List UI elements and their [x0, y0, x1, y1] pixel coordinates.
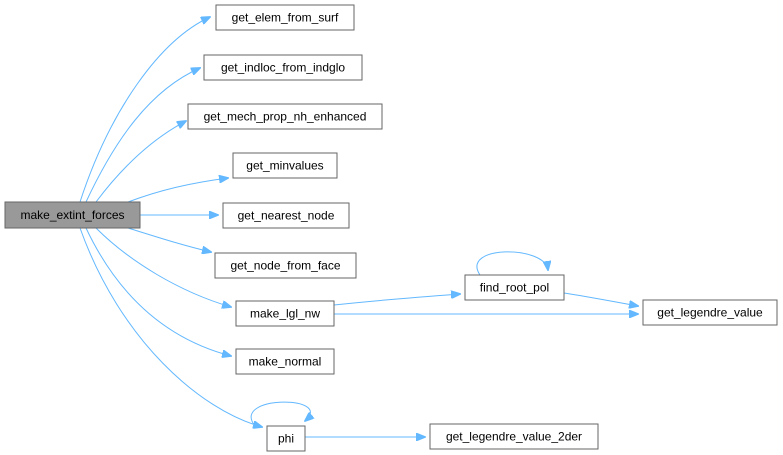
node-label: get_indloc_from_indglo: [221, 61, 345, 75]
node-make-extint-forces[interactable]: make_extint_forces: [4, 201, 141, 229]
edges-group: [79, 17, 638, 437]
edge-make-extint-forces-to-phi: [79, 227, 262, 427]
node-box: [235, 348, 335, 375]
node-get-minvalues[interactable]: get_minvalues: [232, 152, 338, 179]
edge-make-extint-forces-to-make-normal: [85, 227, 231, 356]
node-get-mech-prop-nh-enhanced[interactable]: get_mech_prop_nh_enhanced: [187, 103, 383, 130]
edge-find-root-pol-to-get-legendre-value: [563, 292, 638, 306]
node-box: [429, 423, 599, 450]
node-label: get_node_from_face: [230, 259, 340, 273]
edge-make-extint-forces-to-get-node-from-face: [127, 227, 211, 252]
edge-make-extint-forces-to-get-minvalues: [127, 178, 228, 203]
node-label: get_elem_from_surf: [232, 11, 339, 25]
node-box: [4, 201, 141, 229]
node-label: make_lgl_nw: [250, 307, 320, 321]
node-find-root-pol[interactable]: find_root_pol: [464, 274, 565, 301]
node-label: get_legendre_value_2der: [446, 430, 582, 444]
node-box: [266, 425, 306, 452]
edge-make-extint-forces-to-make-lgl-nw: [95, 227, 231, 307]
node-box: [222, 202, 350, 229]
node-get-node-from-face[interactable]: get_node_from_face: [214, 252, 357, 279]
node-label: make_normal: [249, 355, 322, 369]
node-phi[interactable]: phi: [266, 425, 306, 452]
node-get-indloc-from-indglo[interactable]: get_indloc_from_indglo: [203, 54, 363, 81]
edge-find-root-pol-to-find-root-pol: [476, 251, 548, 276]
node-get-legendre-value-2der[interactable]: get_legendre_value_2der: [429, 423, 599, 450]
edge-phi-to-phi: [250, 401, 310, 427]
node-get-elem-from-surf[interactable]: get_elem_from_surf: [215, 4, 355, 31]
node-box: [232, 152, 338, 179]
node-box: [187, 103, 383, 130]
node-label: get_minvalues: [246, 159, 323, 173]
node-label: get_legendre_value: [657, 306, 763, 320]
node-box: [464, 274, 565, 301]
edge-make-extint-forces-to-get-indloc-from-indglo: [85, 68, 200, 203]
node-box: [235, 300, 335, 327]
node-label: get_nearest_node: [238, 209, 335, 223]
node-box: [642, 299, 778, 326]
node-box: [215, 4, 355, 31]
node-label: phi: [278, 432, 294, 446]
node-label: get_mech_prop_nh_enhanced: [204, 110, 367, 124]
node-make-lgl-nw[interactable]: make_lgl_nw: [235, 300, 335, 327]
nodes-group: make_extint_forces get_elem_from_surf get_…: [4, 4, 778, 452]
edge-make-extint-forces-to-get-elem-from-surf: [79, 17, 210, 203]
node-label: make_extint_forces: [20, 208, 124, 222]
node-box: [214, 252, 357, 279]
node-box: [203, 54, 363, 81]
node-label: find_root_pol: [480, 281, 549, 295]
node-make-normal[interactable]: make_normal: [235, 348, 335, 375]
node-get-legendre-value[interactable]: get_legendre_value: [642, 299, 778, 326]
edge-make-lgl-nw-to-find-root-pol: [333, 294, 460, 306]
edge-make-extint-forces-to-get-mech-prop-nh-enhanced: [95, 121, 186, 203]
node-get-nearest-node[interactable]: get_nearest_node: [222, 202, 350, 229]
